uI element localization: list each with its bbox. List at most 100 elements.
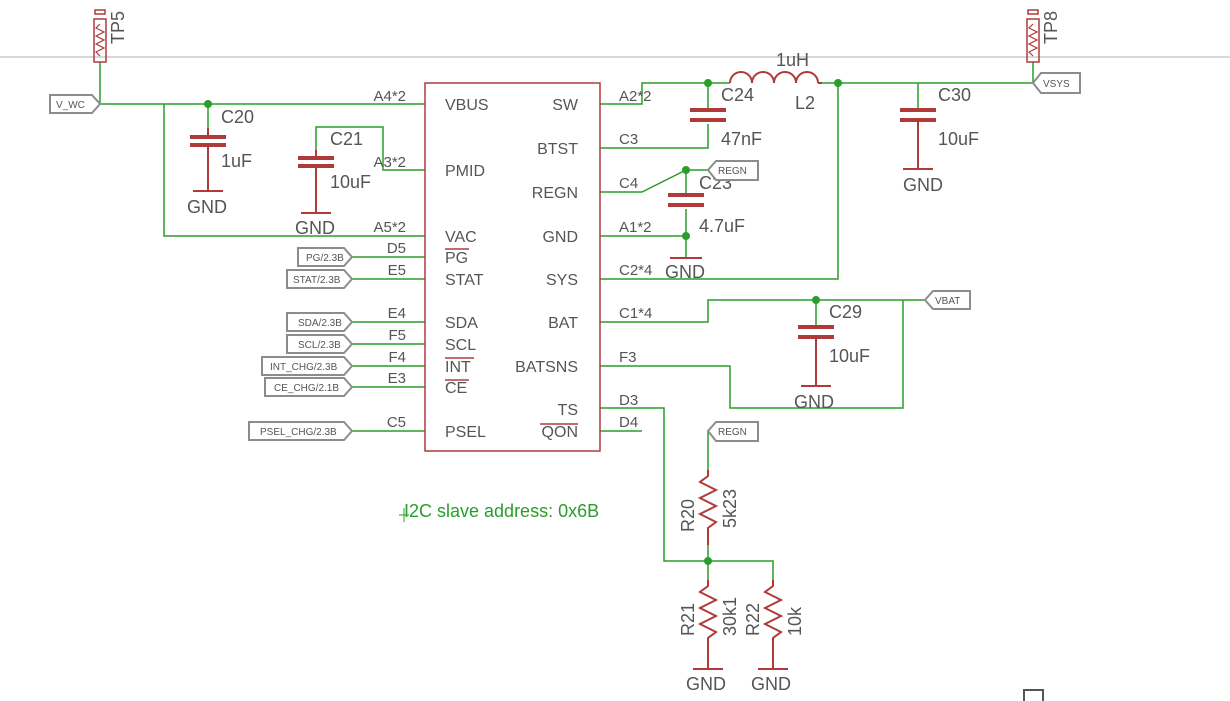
pin-number: A3*2	[373, 154, 406, 171]
pin-number: C3	[619, 131, 638, 148]
pin-number: A2*2	[619, 88, 652, 105]
net-label-pg: PG/2.3B	[297, 247, 354, 267]
inductor-l2: 1uH L2	[729, 50, 822, 113]
pin-number: E5	[388, 262, 406, 279]
gnd-label: GND	[665, 262, 705, 282]
cap-value: 4.7uF	[699, 216, 745, 236]
net-label-ce: CE_CHG/2.1B	[264, 377, 354, 397]
pin-number: C2*4	[619, 262, 652, 279]
pin-name: STAT	[445, 272, 484, 289]
cap-value: 10uF	[330, 172, 371, 192]
pin-number: D5	[387, 240, 406, 257]
net-label-vbat: VBAT	[923, 290, 971, 310]
cap-value: 10uF	[938, 129, 979, 149]
pin-number: D4	[619, 414, 638, 431]
pin-name: TS	[558, 402, 578, 419]
pin-name: CE	[445, 380, 467, 397]
pin-name: PSEL	[445, 424, 486, 441]
pin-number: F5	[388, 327, 406, 344]
pin-name: VBUS	[445, 97, 489, 114]
cap-ref: C24	[721, 85, 754, 105]
junctions	[204, 79, 842, 565]
pin-name: VAC	[445, 229, 477, 246]
pin-number: C5	[387, 414, 406, 431]
net-label-regn-top: REGN	[706, 160, 759, 181]
svg-text:INT_CHG/2.3B: INT_CHG/2.3B	[270, 362, 338, 373]
cap-value: 1uF	[221, 151, 252, 171]
svg-text:CE_CHG/2.1B: CE_CHG/2.1B	[274, 383, 339, 394]
resistor-value: 30k1	[720, 597, 740, 636]
net-label-stat: STAT/2.3B	[286, 269, 354, 289]
net-label-vsys: VSYS	[1031, 72, 1081, 94]
pin-number: D3	[619, 392, 638, 409]
capacitor-c30: C30 10uF GND	[900, 85, 979, 195]
svg-text:SDA/2.3B: SDA/2.3B	[298, 318, 342, 329]
resistor-r21: R21 30k1 GND	[678, 580, 740, 694]
capacitor-c21: C21 10uF GND	[295, 129, 371, 238]
svg-text:VBAT: VBAT	[935, 296, 960, 307]
resistor-r22: R22 10k GND	[743, 580, 805, 694]
charger-ic	[424, 82, 601, 452]
resistor-ref: R20	[678, 499, 698, 532]
svg-text:PG/2.3B: PG/2.3B	[306, 253, 344, 264]
capacitor-c20: C20 1uF GND	[187, 107, 254, 217]
pin-name: SW	[552, 97, 579, 114]
net-label-regn-ts: REGN	[706, 421, 759, 442]
cap-value: 47nF	[721, 129, 762, 149]
gnd-label: GND	[686, 674, 726, 694]
pin-name: BATSNS	[515, 359, 578, 376]
svg-text:VSYS: VSYS	[1043, 79, 1070, 90]
pin-number: A1*2	[619, 219, 652, 236]
capacitor-c29: C29 10uF GND	[794, 302, 870, 412]
pin-name: PG	[445, 250, 468, 267]
pin-number: A5*2	[373, 219, 406, 236]
test-point-ref: TP5	[108, 11, 128, 44]
inductor-ref: L2	[795, 93, 815, 113]
resistor-ref: R22	[743, 603, 763, 636]
pin-number: C4	[619, 175, 638, 192]
pin-name: BTST	[537, 141, 578, 158]
ic-left-pins: A4*2 VBUS A3*2 PMID A5*2 VAC D5 PG E5 ST…	[373, 88, 488, 441]
cap-value: 10uF	[829, 346, 870, 366]
resistor-value: 5k23	[720, 489, 740, 528]
pin-number: E3	[388, 370, 406, 387]
capacitor-c24: C24 47nF	[690, 85, 762, 149]
net-label-scl: SCL/2.3B	[286, 334, 354, 354]
svg-text:I2C slave address: 0x6B: I2C slave address: 0x6B	[404, 501, 599, 521]
svg-text:STAT/2.3B: STAT/2.3B	[293, 275, 341, 286]
ic-right-pins: SW A2*2 BTST C3 REGN C4 GND A1*2 SYS C2*…	[515, 88, 652, 441]
pin-name: BAT	[548, 315, 578, 332]
pin-number: F4	[388, 349, 406, 366]
pin-number: A4*2	[373, 88, 406, 105]
pin-name: SCL	[445, 337, 476, 354]
pin-number: C1*4	[619, 305, 652, 322]
gnd-label: GND	[187, 197, 227, 217]
net-label-v-wc: V_WC	[49, 94, 102, 114]
cap-ref: C30	[938, 85, 971, 105]
pin-name: QON	[542, 424, 578, 441]
test-point-tp8: TP8	[1026, 9, 1061, 63]
resistor-r20: R20 5k23	[678, 470, 740, 545]
svg-text:REGN: REGN	[718, 166, 747, 177]
net-label-psel: PSEL_CHG/2.3B	[248, 421, 354, 441]
gnd-label: GND	[295, 218, 335, 238]
i2c-address-note: I2C slave address: 0x6B	[399, 501, 599, 522]
pin-name: PMID	[445, 163, 485, 180]
pin-name: GND	[542, 229, 578, 246]
svg-text:PSEL_CHG/2.3B: PSEL_CHG/2.3B	[260, 427, 337, 438]
cap-ref: C21	[330, 129, 363, 149]
gnd-label: GND	[903, 175, 943, 195]
pin-name: SYS	[546, 272, 578, 289]
partial-symbol	[1023, 689, 1044, 701]
net-label-int: INT_CHG/2.3B	[261, 356, 354, 376]
pin-name: SDA	[445, 315, 478, 332]
pin-number: F3	[619, 349, 637, 366]
capacitor-c23: C23 4.7uF GND	[665, 173, 745, 282]
resistor-ref: R21	[678, 603, 698, 636]
gnd-label: GND	[751, 674, 791, 694]
svg-text:SCL/2.3B: SCL/2.3B	[298, 340, 341, 351]
pin-name: REGN	[532, 185, 578, 202]
pin-name: INT	[445, 359, 471, 376]
svg-text:REGN: REGN	[718, 427, 747, 438]
svg-text:V_WC: V_WC	[56, 100, 85, 111]
